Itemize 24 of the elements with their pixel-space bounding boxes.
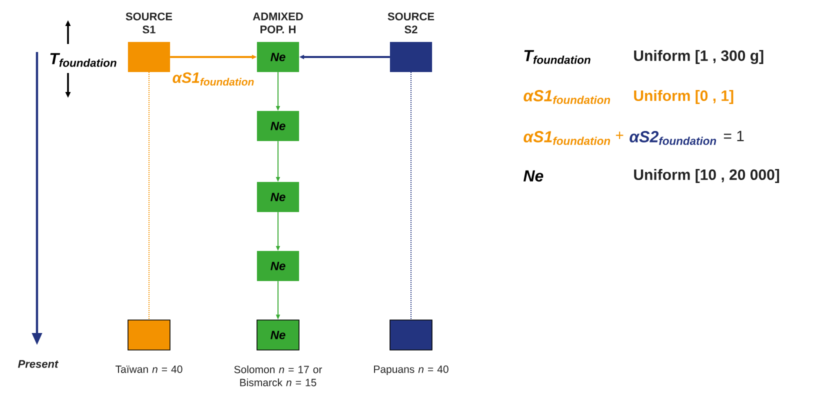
edge-label: $\textit{\textbf{αS1}}_{\textit{\textbf{foundation}}}$ [172,72,254,86]
parameter-text: $\textit{\textbf{αS1}}_{\textit{\textbf{foundation}}}$ [524,90,610,104]
population-box: Ne [256,320,300,350]
axis-label: Present [18,360,59,368]
parameter-text: = 1 [724,130,744,142]
parameter-text: Uniform [10 , 20 000] [634,169,780,183]
population-box: Ne [256,250,300,282]
sample-caption: Solomon n = 17 or Bismarck n = 15 [234,366,322,386]
column-heading: SOURCE S2 [388,12,434,34]
population-box: Ne [256,110,300,142]
parameter-text: $\textit{\textbf{αS2}}_{\text{foundation}}$ [630,131,716,145]
parameter-text: $\textit{\textbf{αS1}}_{\text{foundation}}$ [524,131,610,145]
column-heading: ADMIXED POP. H [252,12,303,34]
parameter-text: $\textit{\textbf{T}}_{\textit{\textbf{foundation}}}$ [524,50,590,64]
axis-label: $\textit{\textbf{T}}_{\textit{\textbf{foundation}}}$ [50,53,116,67]
parameter-text: Uniform [1 , 300 g] [634,50,764,64]
sample-caption: Taïwan n = 40 [116,366,182,373]
sample-caption: Papuans n = 40 [374,366,448,376]
parameter-text: + [616,132,624,139]
population-box: Ne [256,182,300,212]
parameter-text: Ne [524,170,544,182]
column-heading: SOURCE S1 [126,12,172,34]
population-box: Ne [256,42,300,72]
parameter-text: Uniform [0 , 1] [634,90,734,104]
